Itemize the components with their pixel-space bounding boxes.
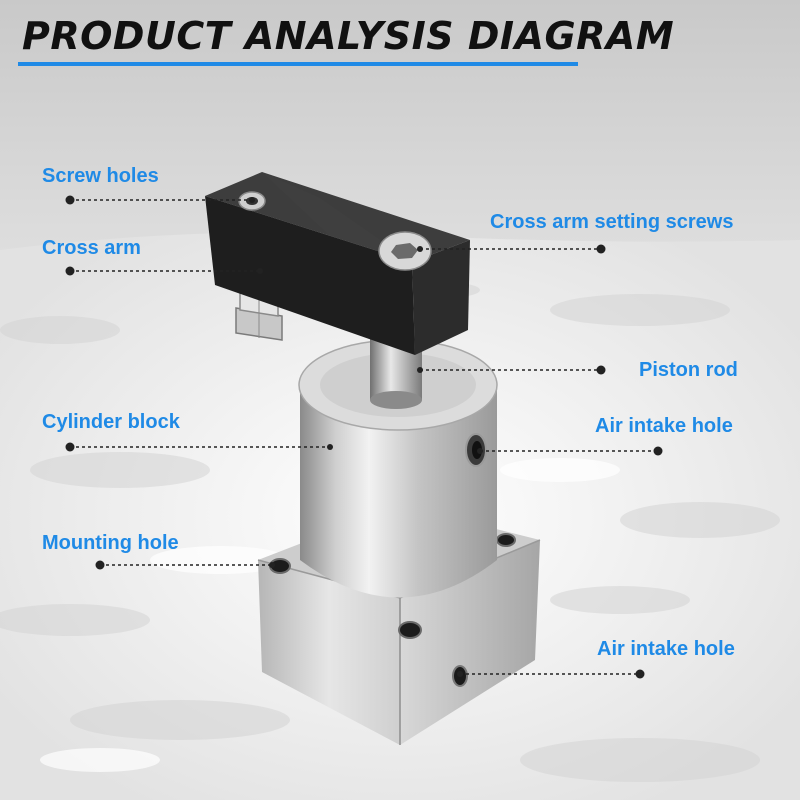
label-mounting-hole: Mounting hole	[42, 532, 179, 554]
label-cross-arm-setting-screws: Cross arm setting screws	[490, 211, 734, 233]
label-cross-arm: Cross arm	[42, 237, 141, 259]
title-underline	[18, 62, 578, 66]
page-title: PRODUCT ANALYSIS DIAGRAM	[22, 14, 675, 58]
mounting-holes	[269, 533, 516, 639]
label-air-intake-hole-lower: Air intake hole	[597, 638, 735, 660]
leader-lines	[65, 195, 663, 679]
label-screw-holes: Screw holes	[42, 165, 159, 187]
label-cylinder-block: Cylinder block	[42, 411, 180, 433]
cylinder-air-intake-hole	[465, 433, 487, 467]
setting-screw	[378, 231, 432, 271]
label-air-intake-hole-upper: Air intake hole	[595, 415, 733, 437]
label-piston-rod: Piston rod	[639, 359, 738, 381]
